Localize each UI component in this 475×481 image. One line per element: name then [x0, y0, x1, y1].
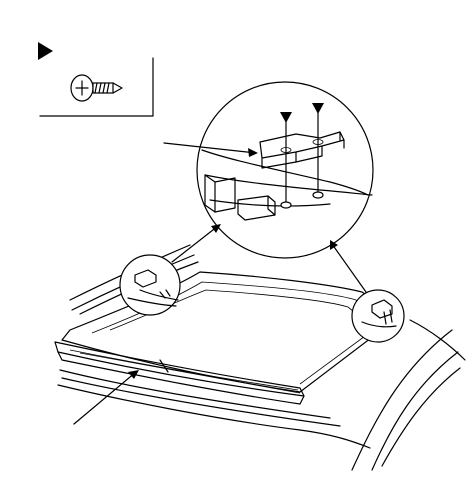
phillips-screw-icon	[70, 74, 123, 102]
a-pillar-inner	[371, 351, 459, 471]
fender-line	[409, 319, 466, 361]
cowl-front-line	[57, 384, 371, 449]
car-body	[57, 319, 466, 471]
leader-left-circle	[171, 225, 219, 263]
leader-right-circle	[331, 243, 367, 293]
cowl-cover	[54, 341, 305, 405]
screw-marker-icon	[280, 112, 292, 123]
callout-leaders	[73, 142, 367, 425]
screw-marker-icon	[312, 103, 324, 114]
leader-cowl	[73, 371, 137, 425]
legend-box	[38, 42, 154, 117]
hood-crease-line	[61, 377, 341, 427]
detail-circle-left	[119, 254, 181, 316]
black-triangle-icon	[38, 42, 53, 60]
a-pillar-outer	[351, 329, 453, 471]
leader-clip	[163, 142, 257, 154]
hood-edge-line	[59, 369, 331, 419]
detail-circle-right	[351, 289, 405, 343]
a-pillar-inner-2	[381, 367, 461, 467]
legend-frame	[39, 57, 154, 117]
magnified-clip-detail	[196, 81, 374, 259]
